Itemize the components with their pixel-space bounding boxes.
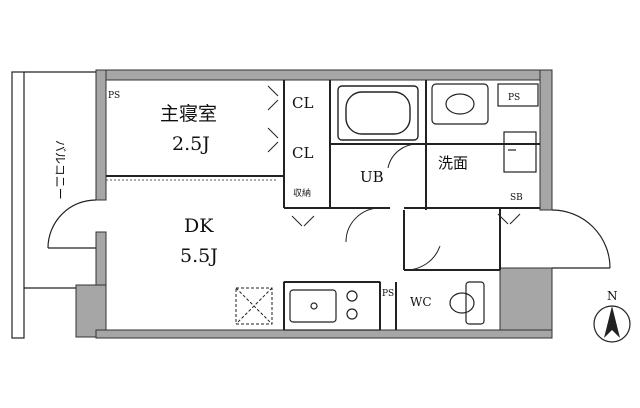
toilet xyxy=(449,281,485,325)
ps-left-label: PS xyxy=(108,91,120,101)
closet-bottom-label: CL xyxy=(292,144,313,162)
ub-label: UB xyxy=(360,168,384,186)
bedroom-size: 2.5J xyxy=(172,133,210,155)
dk-size: 5.5J xyxy=(180,245,218,267)
washroom-label: 洗面 xyxy=(438,154,468,172)
compass-label: N xyxy=(607,289,618,303)
entrance-door xyxy=(551,209,611,269)
hall-door xyxy=(345,207,381,243)
ps-small-label: PS xyxy=(382,289,394,299)
compass-icon xyxy=(593,305,631,343)
wc-door xyxy=(403,245,441,271)
kitchen xyxy=(283,281,381,331)
ub-door xyxy=(387,143,419,169)
closet-top-label: CL xyxy=(292,94,313,112)
washroom-sink xyxy=(431,83,539,173)
interior-walls xyxy=(106,80,540,330)
sb-label: SB xyxy=(510,193,523,203)
refrigerator-space xyxy=(235,287,273,325)
ps-right-label: PS xyxy=(508,93,520,103)
dk-label: DK xyxy=(184,215,214,237)
balcony xyxy=(11,71,97,339)
outer-walls xyxy=(75,69,553,339)
storage-label: 収納 xyxy=(293,187,311,199)
wc-label: WC xyxy=(410,295,432,309)
closet-doors xyxy=(267,85,521,227)
bathtub xyxy=(337,85,419,141)
bedroom-label: 主寝室 xyxy=(160,103,217,125)
balcony-label: バルコニー xyxy=(53,140,67,200)
